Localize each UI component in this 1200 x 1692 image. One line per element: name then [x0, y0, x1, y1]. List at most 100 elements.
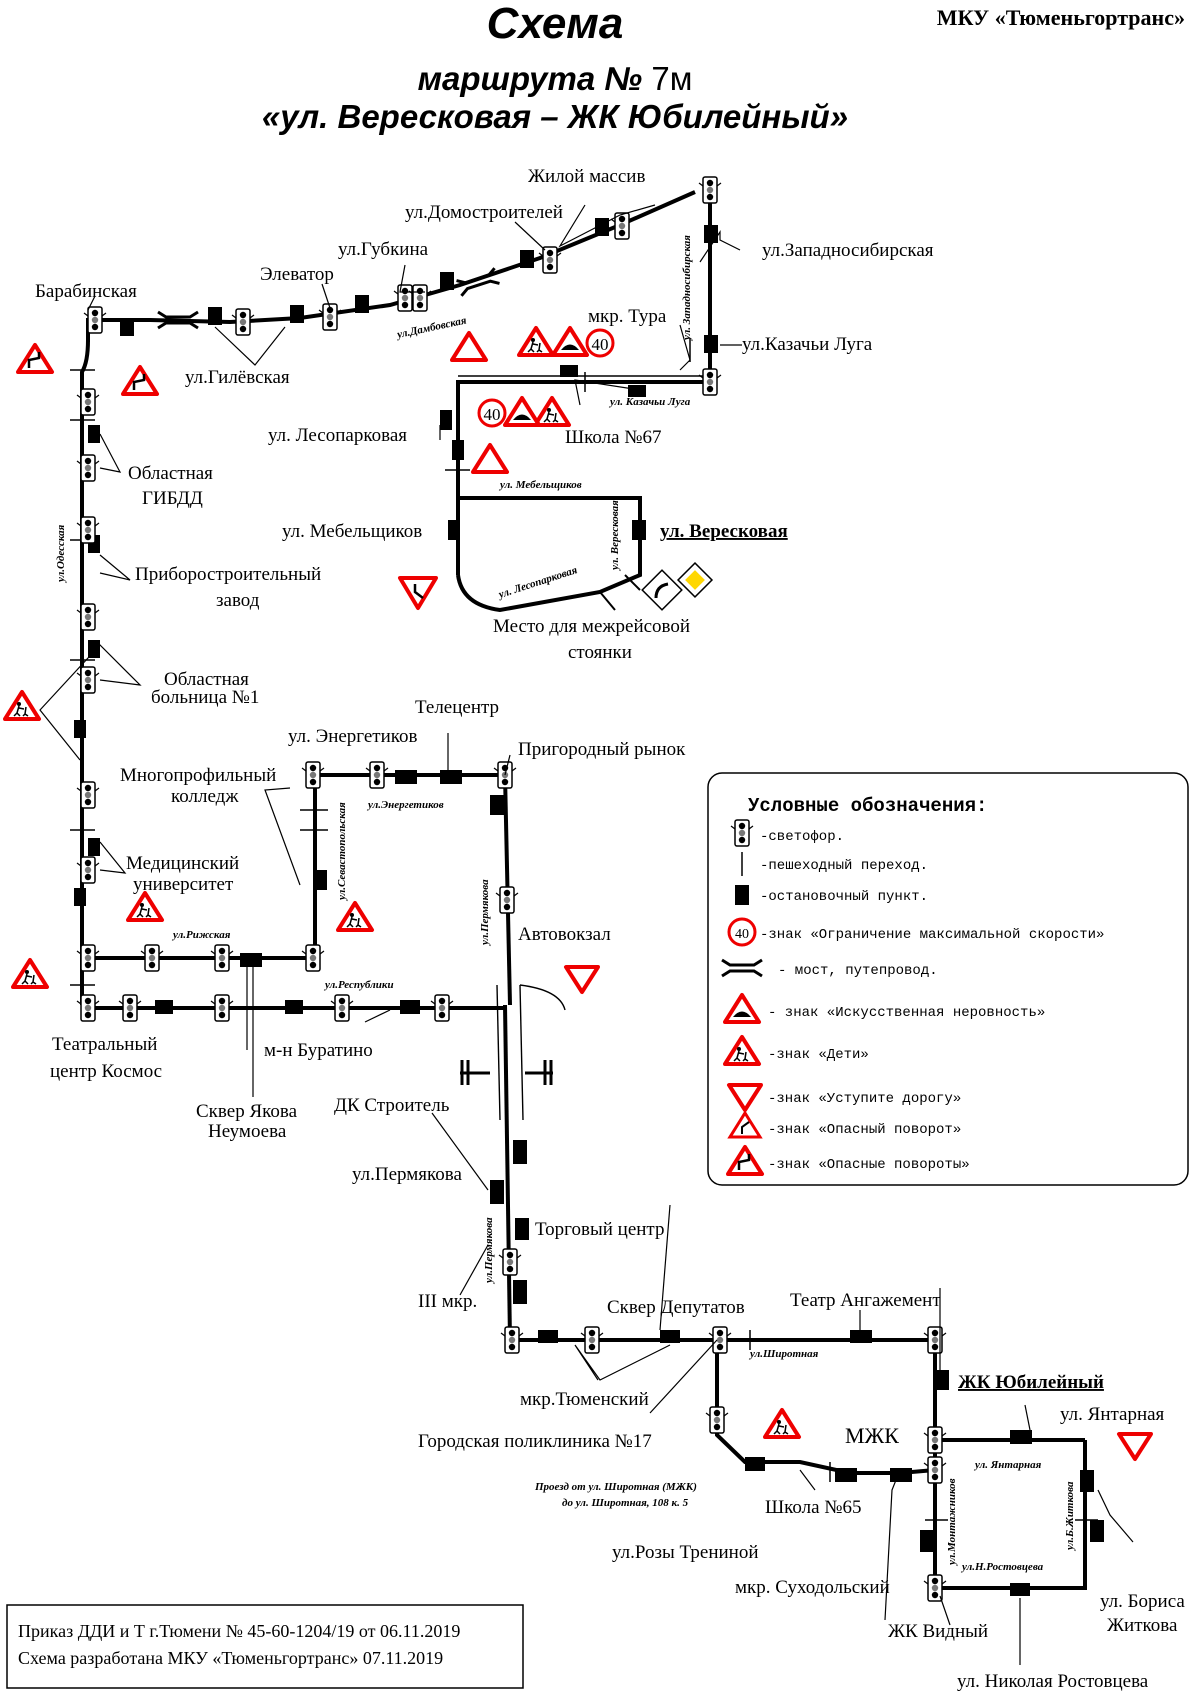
street-label: ул.Пермякова: [479, 879, 491, 947]
stop-label: Житкова: [1107, 1615, 1178, 1636]
stop-label: Театр Ангажемент: [790, 1290, 941, 1311]
stop-label: ул.Домостроителей: [405, 202, 563, 223]
stop-label: Жилой массив: [528, 166, 645, 187]
route-number-line: маршрута № 7м: [418, 60, 693, 97]
stop-label: Автовокзал: [518, 924, 611, 945]
stop-label: ул.Пермякова: [352, 1164, 463, 1185]
legend-item: -знак «Опасный поворот»: [768, 1121, 961, 1138]
street-label: ул.Одесская: [55, 524, 67, 584]
legend-item: -светофор.: [760, 829, 844, 845]
stop-label: ул. Янтарная: [1060, 1404, 1165, 1425]
street-label: ул.Широтная: [748, 1348, 819, 1360]
street-label: ул.Республики: [323, 979, 394, 991]
stop-label: МЖК: [845, 1423, 899, 1448]
stop-label: ул.Казачьи Луга: [742, 334, 873, 355]
street-label: ул. Янтарная: [973, 1459, 1042, 1471]
stop-label: Сквер Якова: [196, 1101, 298, 1122]
street-label: ул. Западносибирская: [681, 235, 693, 342]
stop-label: мкр. Тура: [588, 306, 667, 327]
street-label: ул.Дамбовская: [394, 314, 468, 341]
stop-label: ЖК Юбилейный: [958, 1372, 1104, 1393]
street-label: ул.Монтажников: [946, 1478, 958, 1567]
stop-label: Школа №67: [565, 427, 661, 448]
legend-item: - мост, путепровод.: [778, 963, 938, 979]
map-title: Схема: [487, 0, 624, 48]
stop-label: ул. Бориса: [1100, 1591, 1185, 1612]
stop-label: Телецентр: [415, 697, 499, 718]
stop-label: Неумоева: [208, 1121, 287, 1142]
svg-text:40: 40: [735, 927, 749, 942]
street-label: ул. Лесопарковая: [495, 564, 579, 601]
organization-name: МКУ «Тюменьгортранс»: [937, 5, 1185, 30]
stop-label: ул.Губкина: [338, 239, 429, 260]
street-label: ул.Н.Ростовцева: [960, 1561, 1044, 1573]
stop-label: мкр. Суходольский: [735, 1577, 890, 1598]
stop-label: ул.Западносибирская: [762, 240, 934, 261]
legend-title: Условные обозначения:: [748, 795, 987, 817]
passage-note: до ул. Широтная, 108 к. 5: [562, 1497, 689, 1509]
legend-item: -знак «Опасные повороты»: [768, 1157, 970, 1173]
svg-text:40: 40: [592, 335, 609, 354]
stop-label: Барабинская: [35, 281, 137, 302]
street-label: ул. Вересковая: [609, 500, 621, 572]
stop-label: центр Космос: [50, 1061, 162, 1082]
road-signs: 40 40: [5, 328, 1153, 1461]
stop-label: стоянки: [568, 642, 632, 663]
legend: Условные обозначения: -светофор. -пешехо…: [707, 772, 1189, 1186]
stop-label: ул. Вересковая: [660, 521, 788, 542]
street-label: ул. Мебельщиков: [498, 479, 582, 491]
stop-label: ДК Строитель: [334, 1095, 450, 1116]
legend-item: -знак «Дети»: [768, 1047, 869, 1063]
order-reference: Приказ ДДИ и Т г.Тюмени № 45-60-1204/19 …: [18, 1621, 460, 1641]
stop-label: Театральный: [52, 1034, 157, 1055]
stop-label: Приборостроительный: [135, 564, 321, 585]
leader-lines: [39, 204, 1134, 1665]
stop-label: Сквер Депутатов: [607, 1297, 745, 1318]
stop-label: Элеватор: [260, 264, 334, 285]
stop-label: мкр.Тюменский: [520, 1389, 649, 1410]
street-label: ул.Севастопольская: [336, 802, 348, 902]
street-label: ул. Казачьи Луга: [608, 396, 691, 408]
stop-label: III мкр.: [418, 1291, 477, 1312]
stop-label: Школа №65: [765, 1497, 861, 1518]
stop-label: ул. Энергетиков: [288, 726, 418, 747]
stop-label: колледж: [171, 786, 239, 807]
legend-item: - знак «Искусственная неровность»: [768, 1005, 1045, 1021]
stop-label: ГИБДД: [142, 488, 203, 509]
speed-limit-sign: 40: [477, 398, 507, 428]
stop-label: Областная: [128, 463, 213, 484]
speed-limit-sign: 40: [585, 328, 615, 358]
street-label: ул.Энергетиков: [366, 799, 444, 811]
footer-box: Приказ ДДИ и Т г.Тюмени № 45-60-1204/19 …: [6, 1604, 524, 1689]
stop-label: завод: [216, 590, 260, 611]
stop-label: ул. Мебельщиков: [282, 521, 422, 542]
stop-label: Торговый центр: [535, 1219, 664, 1240]
stop-label: ул. Лесопарковая: [268, 425, 407, 446]
stop-label: ул. Николая Ростовцева: [957, 1671, 1149, 1692]
stop-labels: Барабинская ул.Гилёвская Элеватор ул.Губ…: [35, 166, 1185, 1692]
stop-label: университет: [133, 874, 234, 895]
author-note: Схема разработана МКУ «Тюменьгортранс» 0…: [18, 1648, 443, 1668]
legend-item: -остановочный пункт.: [760, 888, 928, 905]
stop-label: ЖК Видный: [888, 1621, 988, 1642]
legend-item: -знак «Ограничение максимальной скорости…: [760, 926, 1104, 943]
stop-label: ул.Гилёвская: [185, 367, 290, 388]
bus-stops: [74, 218, 1104, 1596]
stop-label: Городская поликлиника №17: [418, 1431, 652, 1452]
stop-label: больница №1: [151, 687, 259, 708]
stop-label: Место для межрейсовой: [493, 616, 690, 637]
route-name: «ул. Вересковая – ЖК Юбилейный»: [262, 98, 848, 135]
stop-label: ул.Розы Трениной: [612, 1542, 759, 1563]
street-label: ул.Б.Житкова: [1064, 1481, 1076, 1552]
stop-label: Областная: [164, 669, 249, 690]
bridges: [156, 266, 553, 1085]
legend-item: -пешеходный переход.: [760, 857, 928, 874]
street-label: ул.Пермякова: [483, 1217, 495, 1285]
legend-item: -знак «Уступите дорогу»: [768, 1091, 961, 1107]
svg-text:40: 40: [484, 405, 501, 424]
stop-label: Медицинский: [126, 853, 239, 874]
stop-label: м-н Буратино: [264, 1040, 373, 1061]
stop-label: Многопрофильный: [120, 765, 276, 786]
stop-label: Пригородный рынок: [518, 739, 686, 760]
